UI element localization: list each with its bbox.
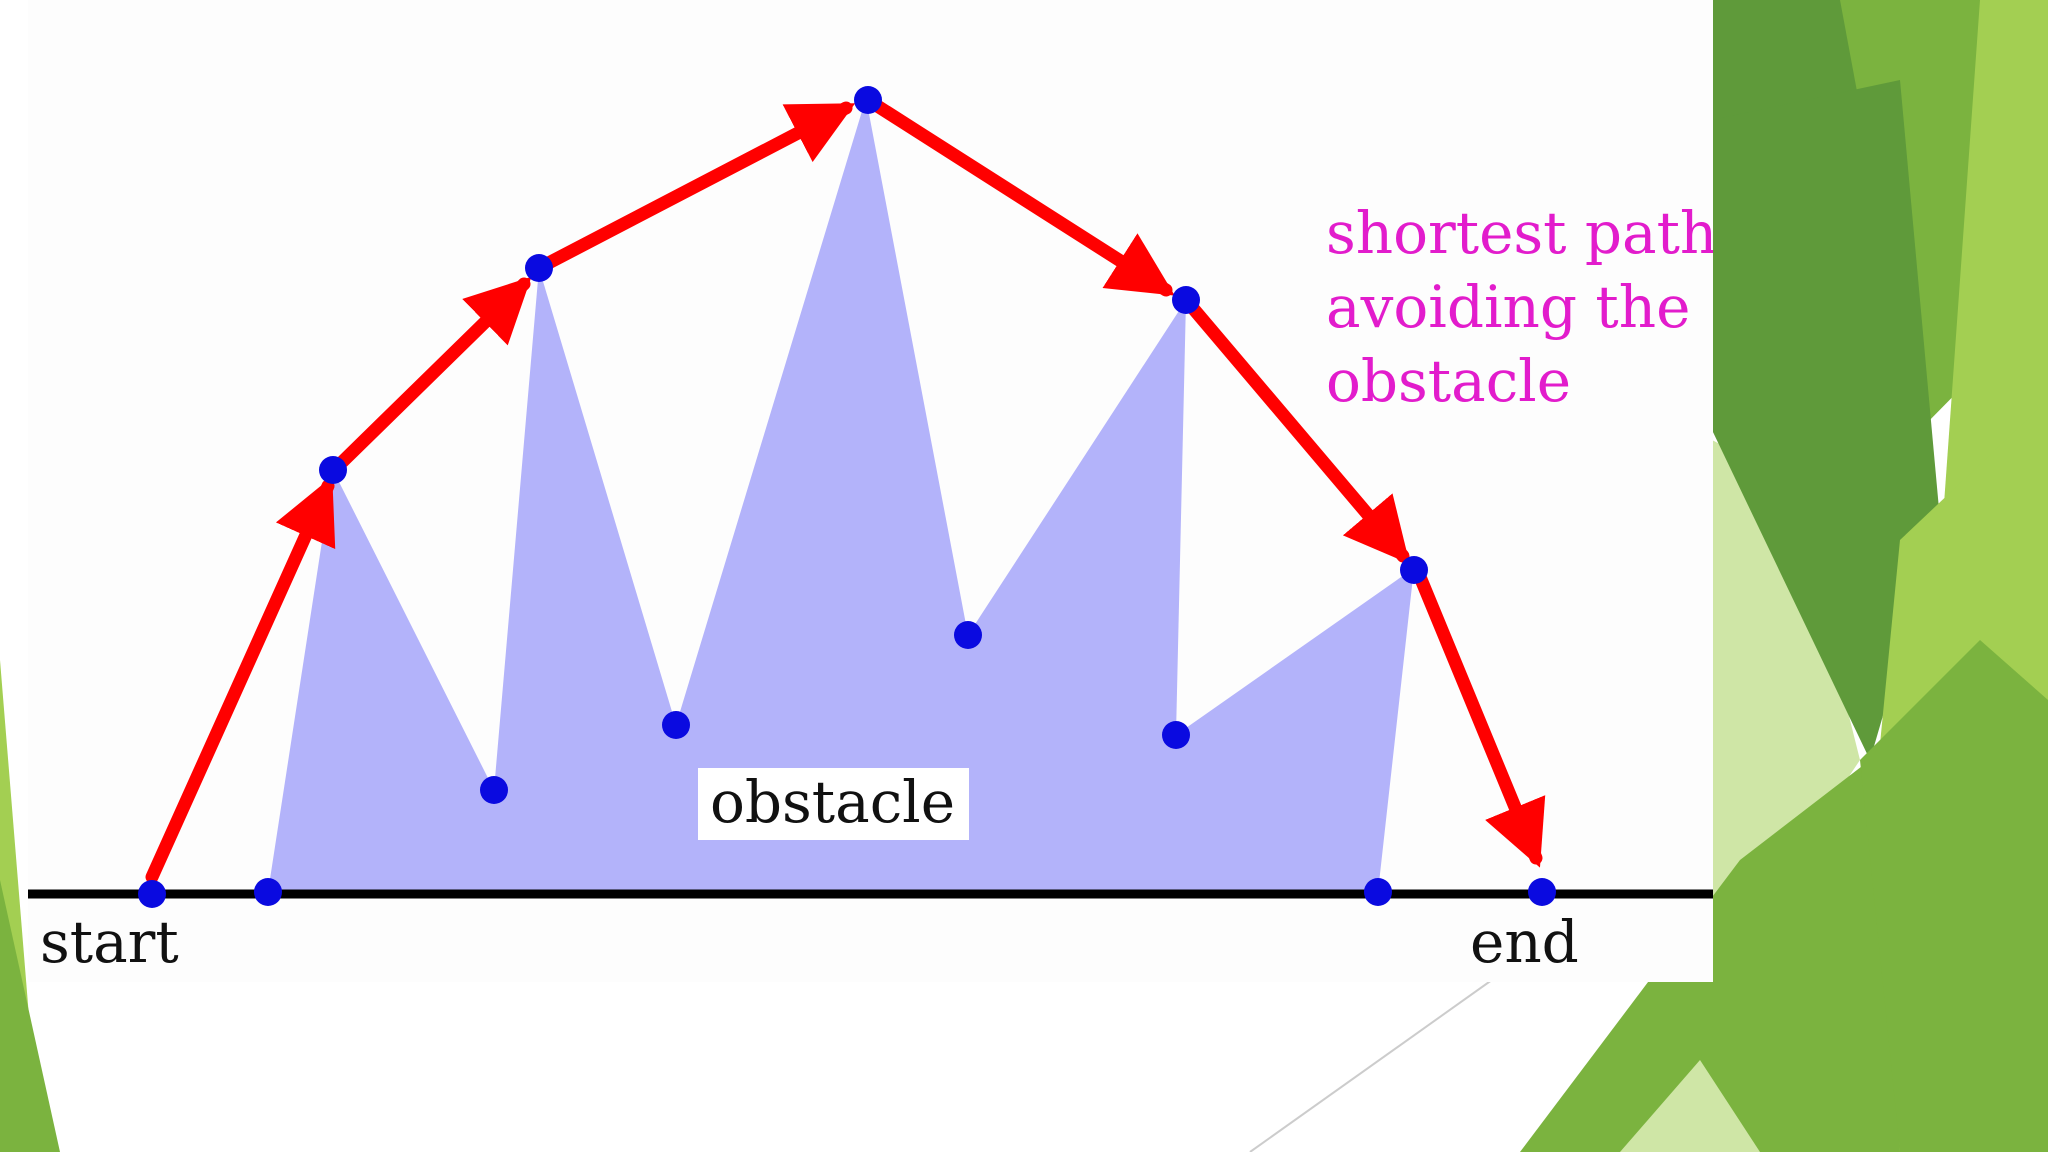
caption: shortest path avoiding the obstacle — [1326, 196, 1713, 418]
vertex — [319, 456, 347, 484]
path-arrow — [145, 476, 336, 884]
diagram-image: obstacle start end shortest path avoidin… — [28, 0, 1713, 982]
path-arrow — [532, 101, 856, 275]
obstacle-path-diagram — [28, 86, 1713, 908]
caption-line: obstacle — [1326, 347, 1572, 415]
path-arrow — [861, 93, 1175, 297]
path-arrow — [1411, 565, 1546, 868]
vertex — [254, 878, 282, 906]
vertex — [1364, 878, 1392, 906]
vertex — [1172, 286, 1200, 314]
obstacle-polygon — [268, 98, 1414, 892]
vertices — [138, 86, 1556, 908]
vertex-end — [1528, 878, 1556, 906]
vertex — [662, 711, 690, 739]
bg-thin-line — [1249, 959, 1521, 1152]
obstacle-label: obstacle — [698, 768, 970, 840]
bg-shape — [0, 880, 60, 1152]
shortest-path — [145, 93, 1546, 884]
vertex — [1162, 721, 1190, 749]
vertex — [854, 86, 882, 114]
vertex — [954, 621, 982, 649]
caption-line: avoiding the — [1326, 273, 1691, 341]
bg-shape — [1620, 1060, 1760, 1152]
vertex — [525, 254, 553, 282]
vertex-start — [138, 880, 166, 908]
bg-shape — [1712, 440, 1860, 980]
end-label: end — [1470, 908, 1579, 976]
path-arrow — [1179, 293, 1410, 564]
path-arrow — [327, 276, 532, 477]
vertex — [1400, 556, 1428, 584]
vertex — [480, 776, 508, 804]
bg-shape — [1712, 80, 1940, 760]
bg-shape — [1860, 640, 2048, 1152]
caption-line: shortest path — [1326, 199, 1713, 267]
start-label: start — [40, 908, 179, 976]
